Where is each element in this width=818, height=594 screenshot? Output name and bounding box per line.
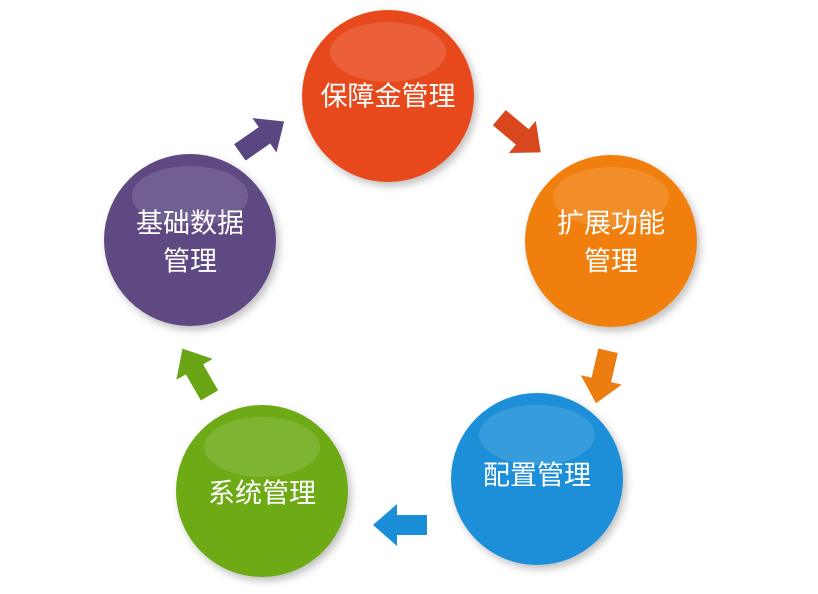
- node-circle: [451, 393, 623, 565]
- node-label: 配置管理: [483, 461, 591, 492]
- arrow-protection-to-extension: [492, 109, 541, 154]
- node-circle: [302, 10, 474, 182]
- node-circle: [104, 154, 276, 326]
- node-circle: [525, 155, 697, 327]
- node-system: 系统管理: [176, 405, 348, 577]
- node-protection-fund: 保障金管理: [302, 10, 474, 182]
- arrow-config-to-system: [373, 504, 427, 546]
- arrow-shape: [373, 504, 427, 546]
- arrow-system-to-basic-data: [176, 348, 219, 401]
- node-label: 保障金管理: [321, 82, 456, 113]
- arrow-shape: [492, 109, 541, 154]
- arrow-shape: [234, 118, 285, 161]
- node-label-line-1: 扩展功能: [557, 209, 665, 240]
- arrow-extension-to-config: [580, 348, 622, 404]
- arrow-basic-data-to-protection: [234, 118, 285, 161]
- node-highlight: [132, 166, 248, 226]
- node-extension-functions: 扩展功能 管理: [525, 155, 697, 327]
- node-label-line-1: 基础数据: [136, 209, 244, 240]
- node-highlight: [479, 405, 595, 465]
- node-highlight: [204, 417, 320, 477]
- node-label-line-2: 管理: [163, 247, 217, 278]
- arrow-shape: [580, 348, 622, 404]
- node-basic-data: 基础数据 管理: [104, 154, 276, 326]
- node-circle: [176, 405, 348, 577]
- node-label-line-2: 管理: [584, 247, 638, 278]
- node-configuration: 配置管理: [451, 393, 623, 565]
- arrow-shape: [176, 348, 219, 401]
- node-label: 系统管理: [208, 479, 316, 510]
- node-highlight: [553, 167, 669, 227]
- node-highlight: [330, 22, 446, 82]
